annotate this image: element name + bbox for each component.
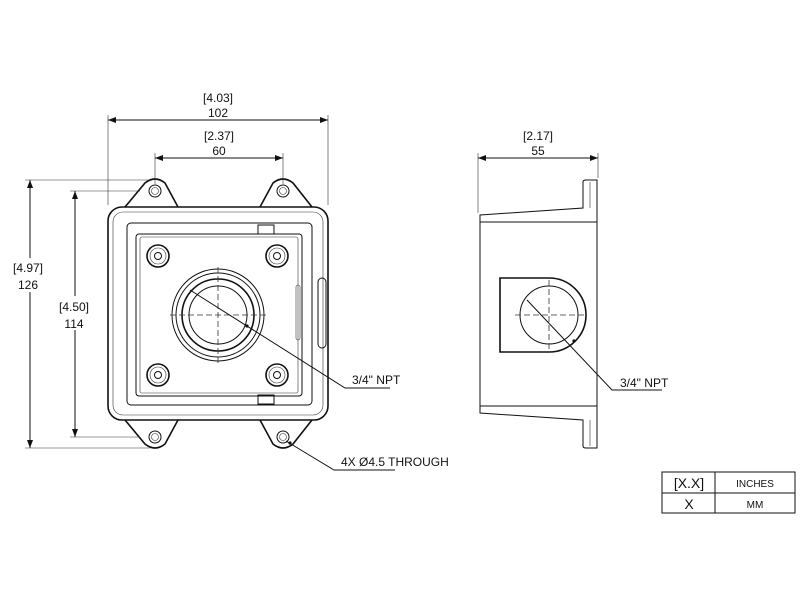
hinge-top xyxy=(257,224,275,235)
mounting-ears xyxy=(124,178,313,449)
legend-mm-label: MM xyxy=(747,500,764,511)
front-view xyxy=(107,178,329,449)
dim-width-mm: 102 xyxy=(208,106,228,120)
callout-front-npt: 3/4" NPT xyxy=(352,373,401,387)
lid-screws xyxy=(146,244,289,387)
units-legend: [X.X] INCHES X MM xyxy=(661,471,796,514)
leader-lines xyxy=(189,289,662,471)
callout-mounting-holes: 4X Ø4.5 THROUGH xyxy=(341,455,449,469)
dim-depth-inches: [2.17] xyxy=(523,129,553,143)
legend-inch-format: [X.X] xyxy=(674,475,704,491)
dim-hole-height-inches: [4.50] xyxy=(59,300,89,314)
dim-hole-height-mm: 114 xyxy=(64,317,83,331)
dim-depth-mm: 55 xyxy=(531,144,545,158)
dim-hole-width-inches: [2.37] xyxy=(204,129,234,143)
dim-height-mm: 126 xyxy=(18,278,38,292)
enclosure-body xyxy=(107,206,329,421)
lid-frame xyxy=(126,222,313,406)
dim-width-inches: [4.03] xyxy=(203,91,233,105)
side-boss xyxy=(317,277,327,349)
dim-height-inches: [4.97] xyxy=(13,261,43,275)
npt-port-side xyxy=(499,277,587,353)
hinge-bottom xyxy=(257,394,275,405)
dim-hole-width-mm: 60 xyxy=(212,144,226,158)
legend-mm-format: X xyxy=(684,496,694,512)
lid-plate xyxy=(135,233,303,397)
side-view xyxy=(479,179,598,449)
npt-port-front xyxy=(170,267,266,363)
dimension-lines xyxy=(5,115,599,449)
callout-side-npt: 3/4" NPT xyxy=(620,376,669,390)
legend-inch-label: INCHES xyxy=(736,479,774,490)
